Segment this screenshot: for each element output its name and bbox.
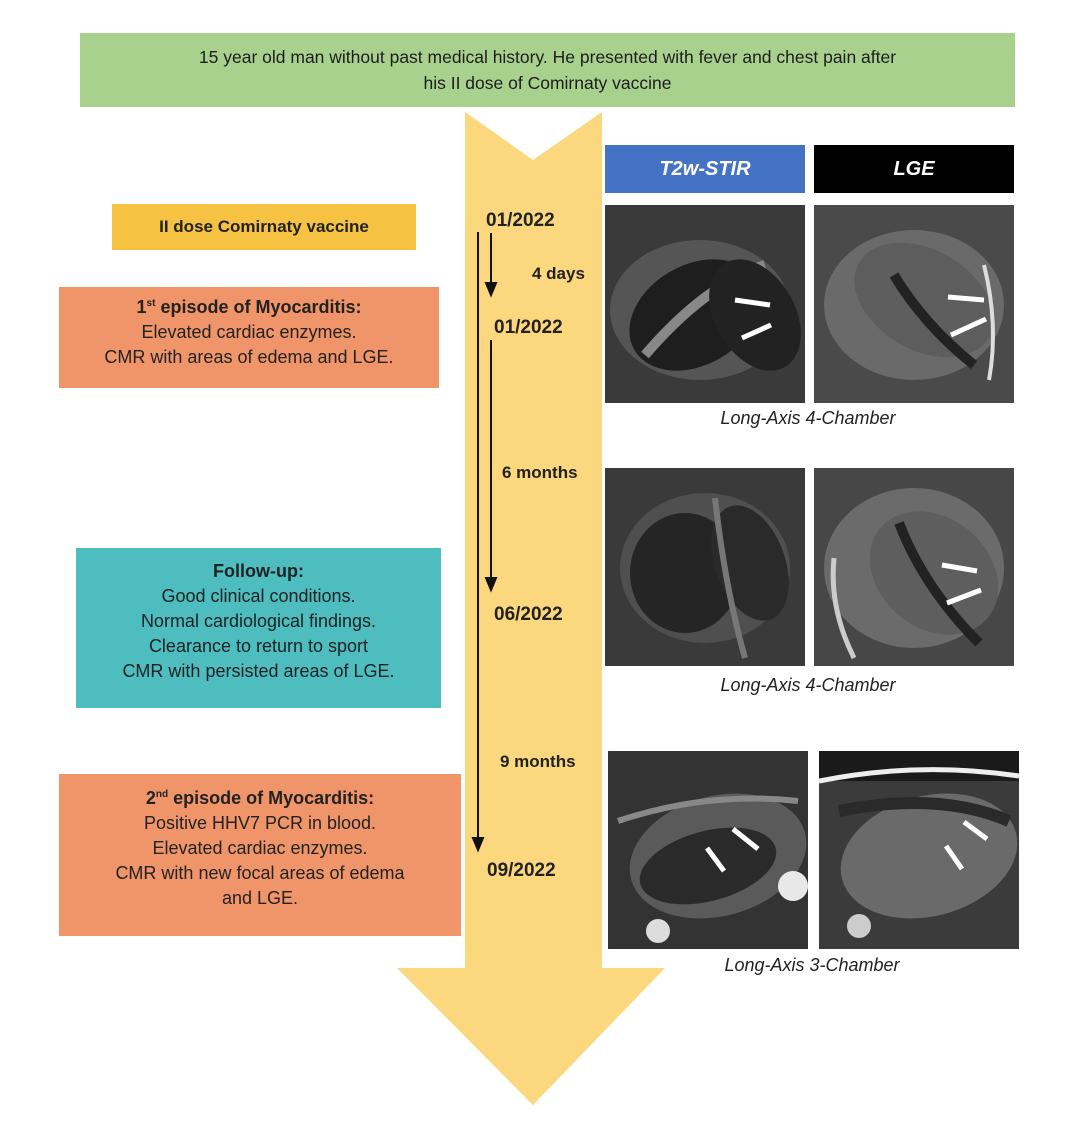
imaging-caption: Long-Axis 4-Chamber xyxy=(720,408,896,428)
vaccine-event-box: II dose Comirnaty vaccine xyxy=(112,204,416,250)
episode-2-line: Positive HHV7 PCR in blood. xyxy=(143,813,377,833)
case-summary-line-2: his II dose of Comirnaty vaccine xyxy=(423,73,672,93)
followup-line: Clearance to return to sport xyxy=(148,636,369,656)
imaging-caption: Long-Axis 4-Chamber xyxy=(720,675,896,695)
lge-label: LGE xyxy=(814,145,1014,193)
mri-t2w-3ch-episode2 xyxy=(608,751,808,949)
mri-lge-4ch-acute xyxy=(814,205,1014,403)
episode-1-line: CMR with areas of edema and LGE. xyxy=(104,347,394,367)
arrow-head-icon xyxy=(471,837,485,853)
episode-1-box: 1st episode of Myocarditis: Elevated car… xyxy=(59,287,439,388)
episode-1-title: 1st episode of Myocarditis: xyxy=(136,297,362,317)
mri-t2w-4ch-followup xyxy=(605,468,805,666)
followup-title: Follow-up: xyxy=(213,561,304,581)
timeline-interval: 4 days xyxy=(532,264,585,283)
lesion-arrow-icon xyxy=(943,819,989,871)
arrow-head-icon xyxy=(484,577,498,593)
episode-2-line: and LGE. xyxy=(221,888,299,908)
lesion-arrow-icon xyxy=(941,562,982,606)
timeline-arrow-shape xyxy=(397,112,665,1105)
timeline-date: 09/2022 xyxy=(487,860,556,881)
followup-line: CMR with persisted areas of LGE. xyxy=(122,661,395,681)
episode-2-line: CMR with new focal areas of edema xyxy=(115,863,405,883)
episode-2-title: 2nd episode of Myocarditis: xyxy=(145,788,375,808)
episode-2-line: Elevated cardiac enzymes. xyxy=(152,838,368,858)
arrow-head-icon xyxy=(484,282,498,298)
followup-box: Follow-up: Good clinical conditions. Nor… xyxy=(76,548,441,708)
imaging-caption: Long-Axis 3-Chamber xyxy=(724,955,900,975)
case-summary-line-1: 15 year old man without past medical his… xyxy=(198,47,897,67)
t2w-stir-label: T2w-STIR xyxy=(605,145,805,193)
timeline-date: 01/2022 xyxy=(494,317,563,338)
followup-line: Good clinical conditions. xyxy=(161,586,356,606)
timeline-interval: 9 months xyxy=(500,752,576,771)
episode-1-line: Elevated cardiac enzymes. xyxy=(141,322,357,342)
timeline-date: 01/2022 xyxy=(486,210,555,231)
case-summary-header: 15 year old man without past medical his… xyxy=(80,33,1015,107)
lesion-arrow-icon xyxy=(734,297,773,341)
timeline-date: 06/2022 xyxy=(494,604,563,625)
mri-lge-4ch-followup xyxy=(814,468,1014,666)
timeline-interval: 6 months xyxy=(502,463,578,482)
episode-2-box: 2nd episode of Myocarditis: Positive HHV… xyxy=(59,774,461,936)
followup-line: Normal cardiological findings. xyxy=(140,611,377,631)
lesion-arrow-icon xyxy=(704,827,760,873)
mri-lge-3ch-episode2 xyxy=(819,751,1019,949)
mri-t2w-4ch-acute xyxy=(605,205,805,403)
lesion-arrow-icon xyxy=(947,294,988,338)
